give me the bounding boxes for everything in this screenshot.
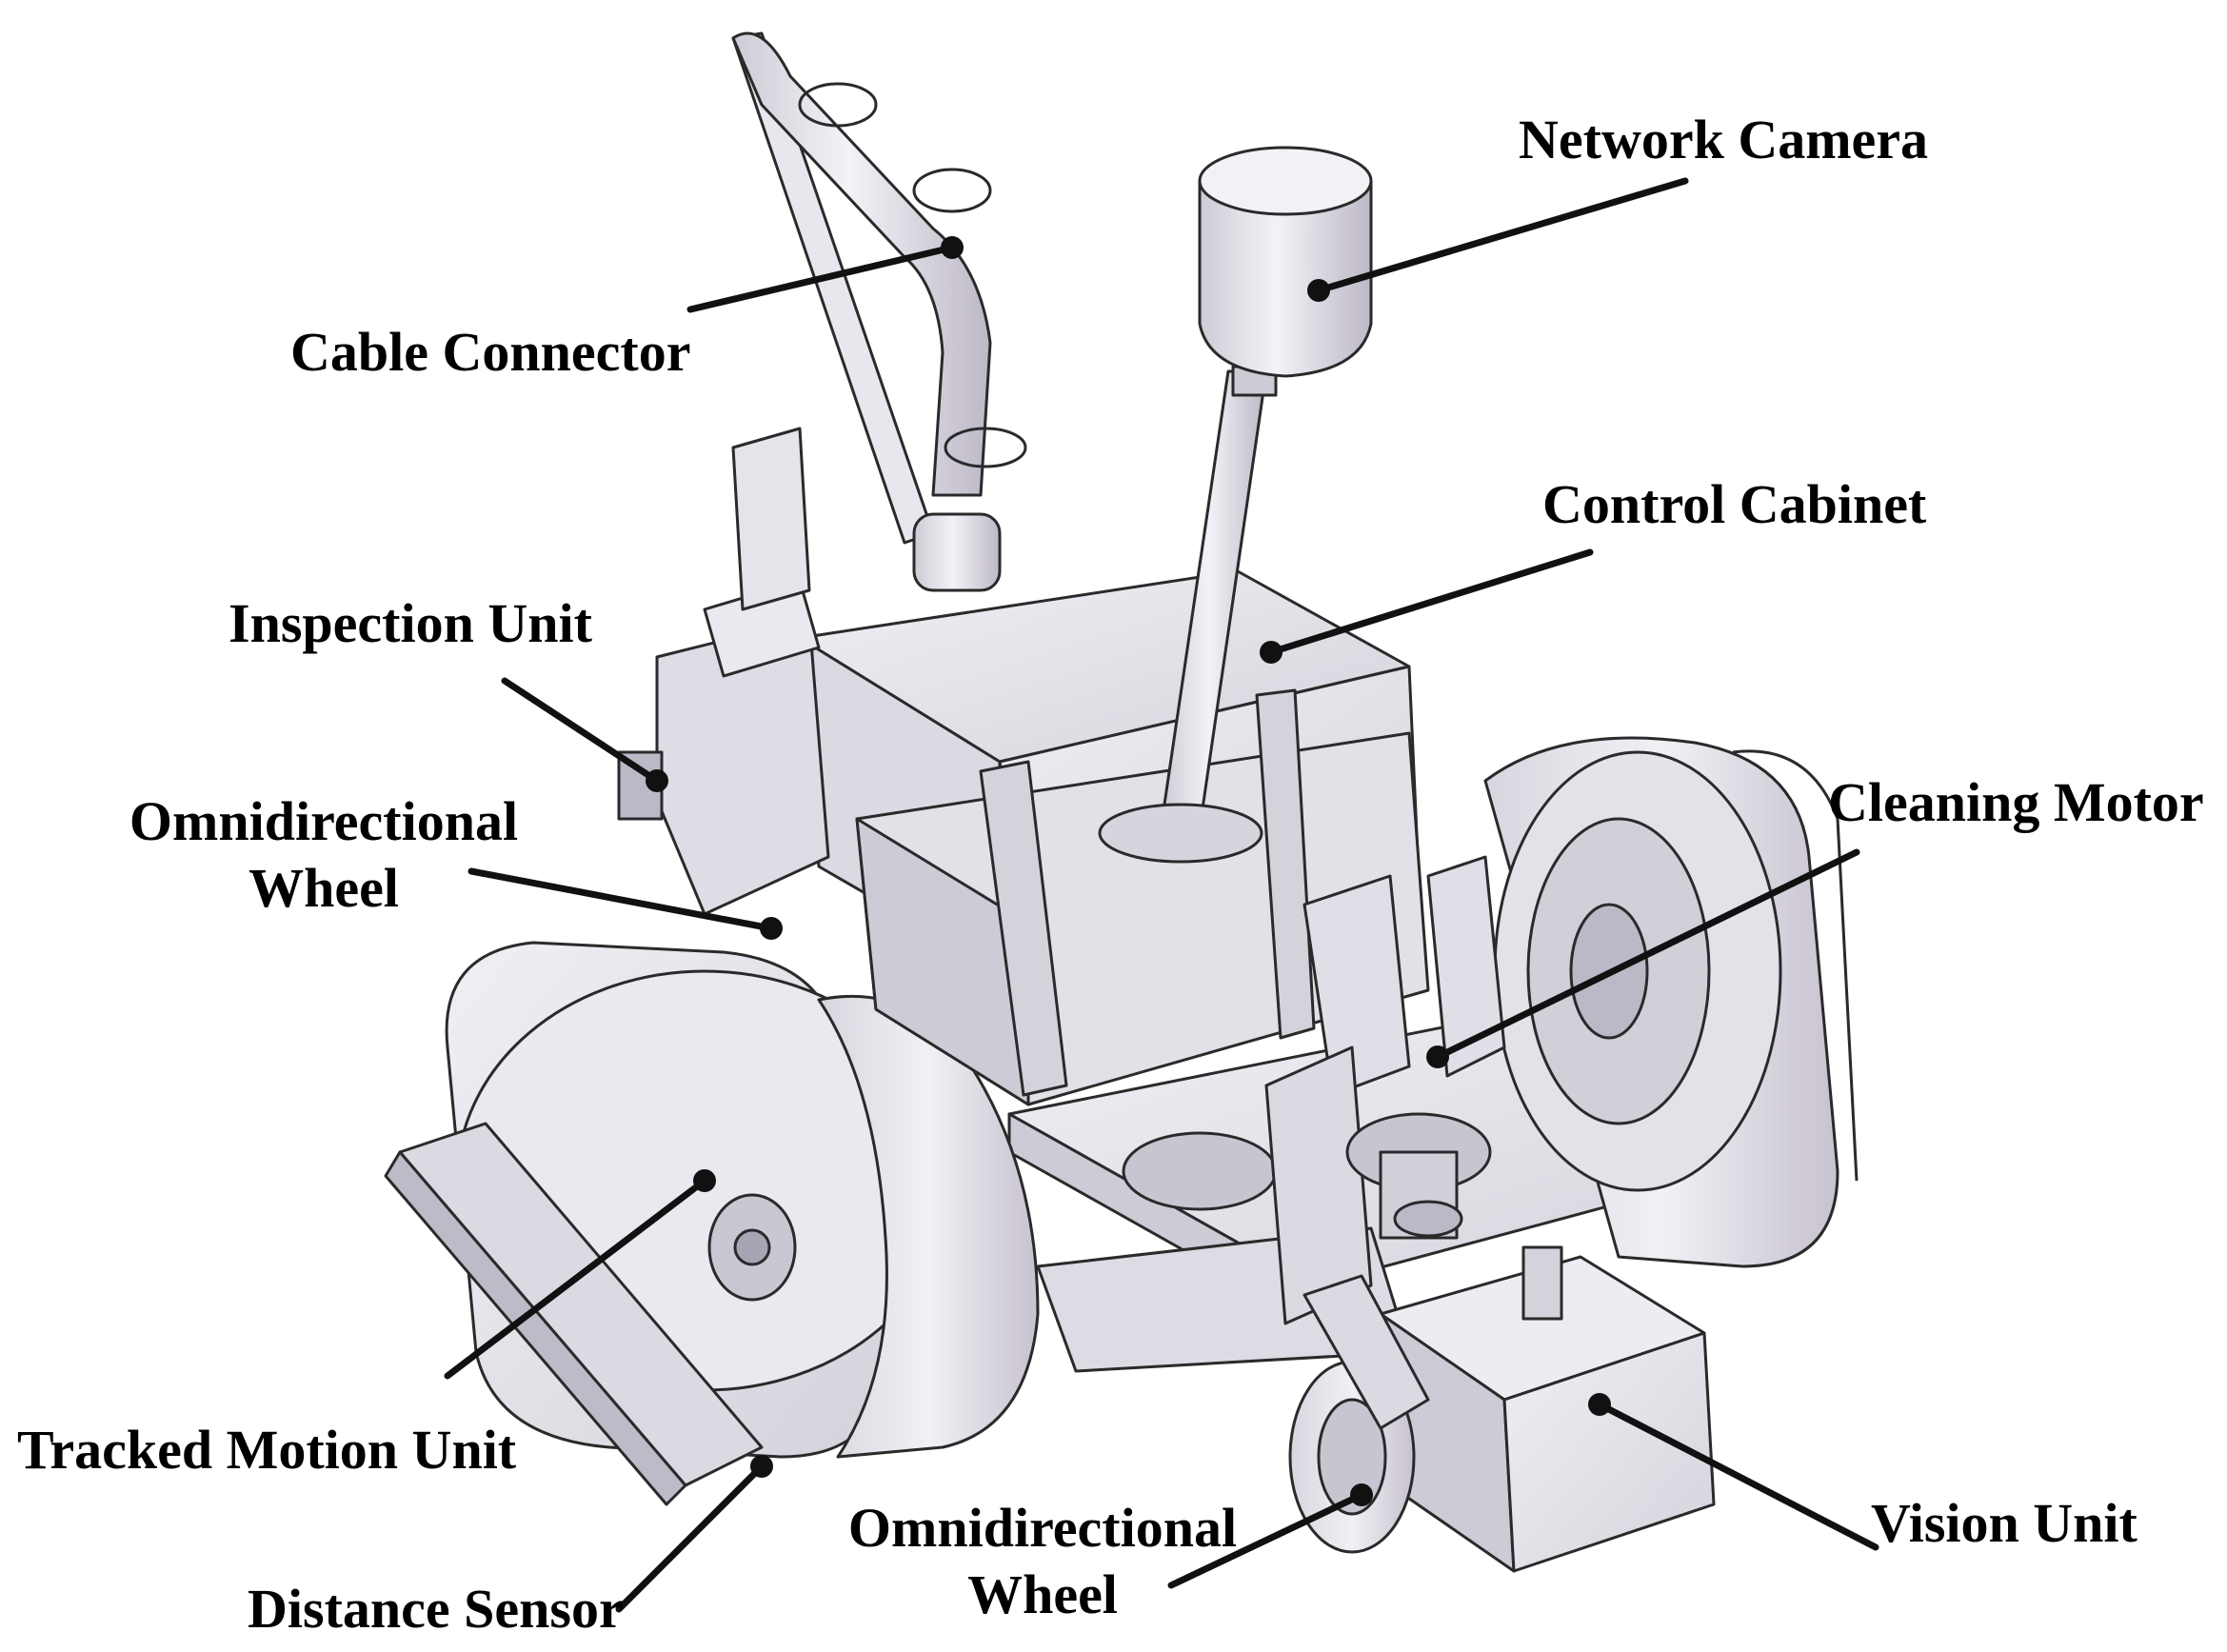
label-cleaning-motor: Cleaning Motor: [1828, 771, 2204, 833]
leader-line-vision-unit: [1596, 1401, 1879, 1551]
leader-line-cleaning-motor: [1434, 848, 1860, 1061]
dot-control-cabinet: [1260, 641, 1283, 664]
front-omni-wheel: [1288, 1274, 1430, 1554]
label-inspection-unit: Inspection Unit: [229, 592, 592, 654]
label-omni-wheel-top-line1: Omnidirectional: [129, 790, 519, 852]
dot-vision-unit: [1588, 1393, 1611, 1416]
label-control-cabinet: Control Cabinet: [1542, 473, 1927, 535]
inspection-unit-body: [617, 427, 830, 916]
vision-unit-body: [1379, 1245, 1716, 1573]
cleaning-motor-body: [1264, 855, 1506, 1325]
dot-distance-sensor: [750, 1455, 773, 1478]
leader-line-omni-wheel-bottom: [1167, 1491, 1365, 1589]
label-omni-wheel-bottom-line1: Omnidirectional: [847, 1497, 1238, 1559]
leader-line-omni-wheel-top: [467, 867, 775, 932]
leader-line-inspection-unit: [501, 677, 661, 785]
dot-omni-wheel-top: [760, 917, 783, 940]
leader-line-cable-connector: [686, 244, 956, 313]
cable-connector-arm: [731, 31, 1027, 592]
dot-network-camera: [1307, 279, 1330, 302]
label-omni-wheel-bottom: Omnidirectional Wheel: [843, 1495, 1243, 1628]
right-tracked-wheel: [1483, 736, 1859, 1268]
label-omni-wheel-top-line2: Wheel: [249, 857, 399, 919]
label-tracked-motion-unit: Tracked Motion Unit: [17, 1419, 517, 1481]
label-vision-unit: Vision Unit: [1871, 1492, 2138, 1554]
label-omni-wheel-top: Omnidirectional Wheel: [124, 788, 524, 922]
leader-dots: [646, 236, 1611, 1506]
label-network-camera: Network Camera: [1519, 109, 1929, 170]
dot-tracked-motion-unit: [693, 1169, 716, 1192]
leader-line-control-cabinet: [1267, 548, 1594, 656]
label-distance-sensor: Distance Sensor: [248, 1578, 624, 1640]
leader-line-network-camera: [1315, 177, 1689, 294]
label-cable-connector: Cable Connector: [290, 321, 691, 383]
camera-mast: [1098, 365, 1278, 864]
dot-omni-wheel-bottom: [1350, 1483, 1373, 1506]
leader-lines: [444, 177, 1879, 1613]
leader-line-tracked-motion-unit: [444, 1177, 708, 1380]
dot-cleaning-motor: [1426, 1045, 1449, 1068]
leader-line-distance-sensor: [615, 1463, 766, 1613]
network-camera-body: [1198, 146, 1373, 378]
dot-cable-connector: [941, 236, 964, 259]
label-omni-wheel-bottom-line2: Wheel: [967, 1563, 1118, 1625]
dot-inspection-unit: [646, 769, 668, 792]
